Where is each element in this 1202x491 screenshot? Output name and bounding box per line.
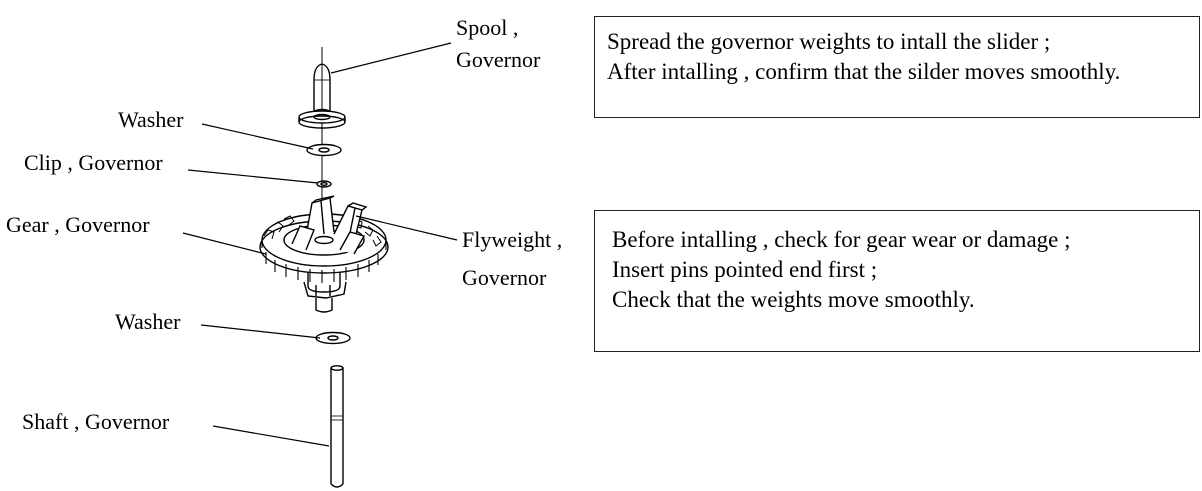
instruction-line: Check that the weights move smoothly. — [612, 287, 975, 312]
label-clip: Clip , Governor — [24, 150, 163, 175]
leader-shaft — [212, 425, 330, 447]
clip-part — [316, 180, 332, 188]
leader-spool — [330, 42, 452, 74]
shaft-part — [330, 365, 344, 488]
instruction-line: After intalling , confirm that the silde… — [607, 59, 1121, 84]
label-gear: Gear , Governor — [6, 212, 150, 237]
leader-lines — [182, 42, 458, 447]
leader-washer-top — [201, 123, 314, 150]
leader-washer-bottom — [200, 324, 321, 339]
washer-bottom-part — [315, 331, 351, 345]
leader-clip — [187, 169, 319, 184]
label-spool-line2: Governor — [456, 47, 541, 72]
instruction-box-slider: Spread the governor weights to intall th… — [594, 16, 1200, 118]
instruction-line: Insert pins pointed end first ; — [612, 257, 878, 282]
instruction-line: Before intalling , check for gear wear o… — [612, 227, 1071, 252]
gear-part — [259, 195, 389, 313]
label-washer-bottom: Washer — [115, 309, 181, 334]
label-shaft: Shaft , Governor — [22, 409, 170, 434]
instruction-line: Spread the governor weights to intall th… — [607, 29, 1051, 54]
instruction-box-gear: Before intalling , check for gear wear o… — [594, 210, 1200, 352]
washer-top-part — [306, 143, 342, 157]
label-washer-top: Washer — [118, 107, 184, 132]
label-spool-line1: Spool , — [456, 15, 519, 40]
label-flyweight-line1: Flyweight , — [462, 227, 563, 252]
leader-flyweight — [355, 215, 458, 241]
leader-gear — [182, 232, 267, 255]
label-flyweight-line2: Governor — [462, 265, 547, 290]
